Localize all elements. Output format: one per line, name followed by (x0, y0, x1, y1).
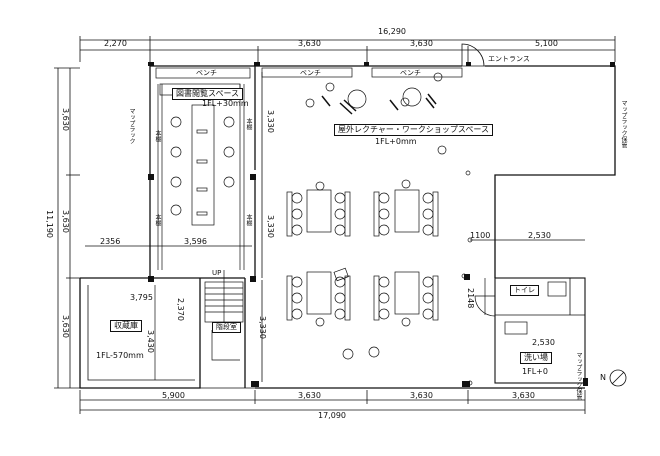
room-storage: 収蔵庫 (110, 320, 142, 332)
dim-2356: 2356 (100, 237, 121, 246)
north-label: N (600, 373, 606, 382)
wall-storage (79, 278, 201, 389)
column (250, 174, 256, 180)
column (148, 174, 154, 180)
shelf-label-3: 本棚 (245, 118, 252, 130)
workshop-table (394, 189, 420, 233)
column (610, 62, 615, 67)
sink (504, 321, 528, 335)
shelf-label-1: 本棚 (154, 130, 161, 142)
wall-northeast (485, 65, 616, 278)
column (466, 62, 471, 66)
dim-mid-v3: 3,330 (258, 316, 267, 339)
dim-top-bay2: 3,630 (410, 39, 433, 48)
shelf-label-4: 本棚 (245, 214, 252, 226)
room-lecture: 屋外レクチャー・ワークショップスペース (334, 124, 493, 136)
workshop-table (394, 271, 420, 315)
level-east: 1FL+0 (522, 367, 548, 376)
level-lecture: 1FL+0mm (375, 137, 417, 146)
dim-bottom-total: 17,090 (318, 411, 346, 420)
dim-storage-width: 3,795 (130, 293, 153, 302)
column (148, 62, 154, 66)
room-wash: 洗い場 (520, 352, 552, 364)
dim-left-seg3: 3,630 (61, 315, 70, 338)
dim-bottom-bay1: 3,630 (298, 391, 321, 400)
dim-top-left: 2,270 (104, 39, 127, 48)
bench-library (155, 67, 251, 79)
bench-north-2 (371, 67, 463, 78)
dim-left-seg1: 3,630 (61, 108, 70, 131)
dim-bottom-bay2: 3,630 (410, 391, 433, 400)
library-table (191, 104, 215, 226)
toilet-fixture (547, 281, 567, 297)
column (464, 274, 470, 280)
room-library: 図書閲覧スペース (172, 88, 244, 100)
column (254, 62, 260, 66)
column (148, 276, 154, 282)
stair-up-label: UP (212, 269, 222, 277)
dim-left-seg2: 3,630 (61, 210, 70, 233)
dim-wc-1100: 1100 (470, 231, 491, 240)
dim-wc-2530a: 2,530 (528, 231, 551, 240)
dim-top-right: 5,100 (535, 39, 558, 48)
wc-block (494, 277, 586, 384)
dim-wc-2530b: 2,530 (532, 338, 555, 347)
dim-3596: 3,596 (184, 237, 207, 246)
workshop-furniture (286, 179, 473, 386)
wc-door (474, 295, 496, 317)
column (364, 62, 369, 66)
dim-stair-len: 2,370 (176, 298, 185, 321)
dim-bottom-left: 5,900 (162, 391, 185, 400)
bench-label-2: ベンチ (300, 69, 321, 77)
north-arrow (609, 369, 627, 387)
workshop-table (306, 189, 332, 233)
right-storage-upper: マップラック保管 (620, 100, 627, 148)
round-table (402, 87, 422, 107)
bench-label-3: ベンチ (400, 69, 421, 77)
column (250, 276, 256, 282)
dim-left-total: 11,190 (45, 210, 54, 238)
round-table (347, 89, 367, 109)
dim-mid-v1: 3,330 (266, 110, 275, 133)
entrance-door (461, 43, 485, 67)
dim-mid-v2: 3,330 (266, 215, 275, 238)
column (462, 381, 470, 387)
entrance-label: エントランス (488, 55, 530, 63)
dim-top-total: 16,290 (378, 27, 406, 36)
left-maprack-label: マップラック (128, 108, 135, 144)
level-library: 1FL+30mm (202, 99, 249, 108)
level-storage: 1FL-570mm (96, 351, 144, 360)
dim-wc-2148: 2148 (466, 288, 475, 309)
room-toilet: トイレ (510, 285, 539, 296)
room-stairs: 階段室 (212, 322, 241, 333)
dim-top-bay1: 3,630 (298, 39, 321, 48)
column (251, 381, 259, 387)
bench-north-1 (261, 67, 353, 78)
workshop-table (306, 271, 332, 315)
dim-bottom-bay3: 3,630 (512, 391, 535, 400)
bench-label-1: ベンチ (196, 69, 217, 77)
shelf-label-2: 本棚 (154, 214, 161, 226)
right-storage-lower: マップラック保管 (575, 352, 582, 400)
dim-storage-depth: 3,430 (146, 330, 155, 353)
